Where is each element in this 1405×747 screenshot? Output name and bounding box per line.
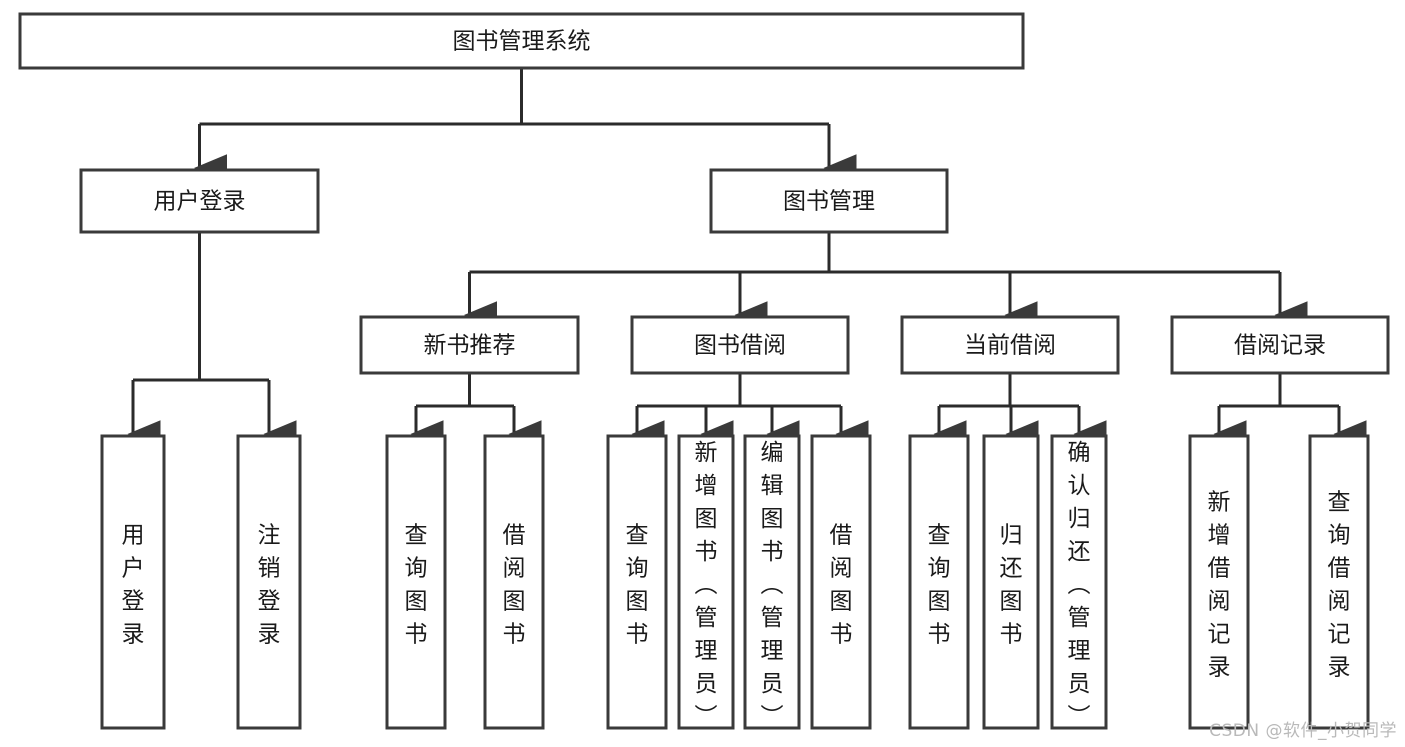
node-new-book-rec[interactable]: 新书推荐 (359, 315, 580, 375)
node-leaf-edit-book-label: 编辑图书︵管理员︶ (761, 440, 784, 730)
node-book-manage-box[interactable] (709, 168, 949, 234)
node-leaf-logout[interactable]: 注销登录 (236, 434, 302, 730)
node-user-login-label: 用户登录 (154, 189, 246, 215)
node-leaf-logout-box[interactable] (236, 434, 302, 730)
node-book-borrow-label: 图书借阅 (694, 333, 786, 359)
node-leaf-query-book-2-box[interactable] (606, 434, 668, 730)
node-user-login[interactable]: 用户登录 (79, 168, 320, 234)
node-leaf-query-book-3-box[interactable] (908, 434, 970, 730)
connector-layer (127, 68, 1367, 448)
node-leaf-query-record[interactable]: 查询借阅记录 (1308, 434, 1370, 730)
node-leaf-logout-label: 注销登录 (258, 522, 281, 647)
node-book-borrow[interactable]: 图书借阅 (630, 315, 850, 375)
node-new-book-rec-label: 新书推荐 (424, 333, 516, 359)
node-leaf-return-book-label: 归还图书 (1000, 522, 1023, 647)
node-leaf-query-record-box[interactable] (1308, 434, 1370, 730)
node-leaf-edit-book[interactable]: 编辑图书︵管理员︶ (743, 434, 801, 730)
node-borrow-record-box[interactable] (1170, 315, 1390, 375)
node-leaf-user-login-box[interactable] (100, 434, 166, 730)
node-leaf-borrow-book-2-label: 借阅图书 (830, 522, 853, 647)
node-leaf-borrow-book-2[interactable]: 借阅图书 (810, 434, 872, 730)
node-current-borrow-box[interactable] (900, 315, 1120, 375)
node-root-box[interactable] (18, 12, 1025, 70)
node-leaf-borrow-book-2-box[interactable] (810, 434, 872, 730)
node-book-manage-label: 图书管理 (783, 189, 875, 215)
node-leaf-query-book-3-label: 查询图书 (928, 522, 951, 647)
node-leaf-confirm-return-label: 确认归还︵管理员︶ (1068, 440, 1091, 730)
node-book-borrow-box[interactable] (630, 315, 850, 375)
node-leaf-query-book-2[interactable]: 查询图书 (606, 434, 668, 730)
node-leaf-query-record-label: 查询借阅记录 (1328, 489, 1351, 680)
node-leaf-edit-book-box[interactable] (743, 434, 801, 730)
node-leaf-user-login[interactable]: 用户登录 (100, 434, 166, 730)
node-leaf-add-record[interactable]: 新增借阅记录 (1188, 434, 1250, 730)
node-leaf-borrow-book-1-box[interactable] (483, 434, 545, 730)
node-leaf-query-book-3[interactable]: 查询图书 (908, 434, 970, 730)
node-book-manage[interactable]: 图书管理 (709, 168, 949, 234)
node-user-login-box[interactable] (79, 168, 320, 234)
node-leaf-add-book-label: 新增图书︵管理员︶ (695, 440, 718, 730)
node-new-book-rec-box[interactable] (359, 315, 580, 375)
node-leaf-confirm-return[interactable]: 确认归还︵管理员︶ (1050, 434, 1108, 730)
node-leaf-add-record-box[interactable] (1188, 434, 1250, 730)
node-leaf-user-login-label: 用户登录 (122, 522, 145, 647)
node-leaf-query-book-1-box[interactable] (385, 434, 447, 730)
node-current-borrow-label: 当前借阅 (964, 333, 1056, 359)
node-leaf-borrow-book-1[interactable]: 借阅图书 (483, 434, 545, 730)
node-leaf-return-book-box[interactable] (982, 434, 1040, 730)
node-leaf-query-book-1-label: 查询图书 (405, 522, 428, 647)
node-leaf-query-book-2-label: 查询图书 (626, 522, 649, 647)
node-layer: 图书管理系统用户登录图书管理新书推荐图书借阅当前借阅借阅记录用户登录注销登录查询… (18, 12, 1390, 730)
node-root-label: 图书管理系统 (453, 29, 591, 55)
node-leaf-confirm-return-box[interactable] (1050, 434, 1108, 730)
node-leaf-add-book[interactable]: 新增图书︵管理员︶ (677, 434, 735, 730)
node-leaf-borrow-book-1-label: 借阅图书 (503, 522, 526, 647)
node-root[interactable]: 图书管理系统 (18, 12, 1025, 70)
node-leaf-add-record-label: 新增借阅记录 (1208, 489, 1231, 680)
node-current-borrow[interactable]: 当前借阅 (900, 315, 1120, 375)
node-leaf-return-book[interactable]: 归还图书 (982, 434, 1040, 730)
node-leaf-query-book-1[interactable]: 查询图书 (385, 434, 447, 730)
node-borrow-record-label: 借阅记录 (1234, 333, 1326, 359)
node-borrow-record[interactable]: 借阅记录 (1170, 315, 1390, 375)
node-leaf-add-book-box[interactable] (677, 434, 735, 730)
